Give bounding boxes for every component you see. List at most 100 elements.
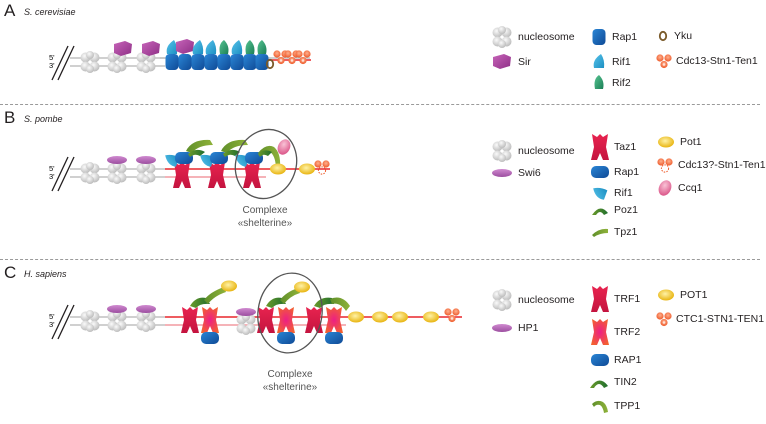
legend-item-poz1: Poz1: [591, 203, 638, 217]
legend-item-tpz1: Tpz1: [591, 226, 637, 238]
legend-item-rap1: Rap1: [591, 27, 637, 47]
panel-letter: C: [4, 263, 17, 282]
legend-label: Poz1: [614, 204, 638, 216]
panel-c: C H. sapiens 5' 3': [0, 262, 764, 424]
nucleosome: [136, 310, 156, 332]
legend-label: Rif1: [612, 56, 631, 68]
nucleosome: [107, 310, 127, 332]
yku-icon: [658, 30, 668, 42]
sir-protein: [114, 41, 132, 56]
legend-label: Swi6: [518, 167, 541, 179]
legend-label: Rif1: [614, 187, 633, 199]
shelterin-unit: [232, 137, 293, 188]
legend-label: Rap1: [614, 166, 640, 178]
section-divider: [0, 259, 760, 260]
legend-label: CTC1-STN1-TEN1: [676, 313, 765, 325]
break-mark: [57, 304, 75, 340]
nucleosome: [80, 162, 100, 184]
hp1-protein: [107, 305, 127, 313]
tin2-icon: [590, 380, 608, 388]
poz1-icon: [592, 208, 608, 215]
cst-complex: [313, 159, 331, 175]
legend-item-cst: Cdc13-Stn1-Ten1: [656, 53, 758, 69]
legend-label: POT1: [680, 289, 708, 301]
legend-item-nucleosome: nucleosome: [491, 26, 575, 48]
pot1-array: [348, 311, 439, 323]
complex-label-line: «shelterine»: [237, 218, 293, 229]
legend-label: nucleosome: [518, 31, 575, 43]
legend-label: Ccq1: [678, 182, 703, 194]
nucleosome: [80, 310, 100, 332]
rif-array: [166, 39, 267, 54]
legend-label: Rif2: [612, 77, 631, 89]
nucleosome: [136, 162, 156, 184]
legend-label: Rap1: [612, 31, 638, 43]
legend-item-tpp1: TPP1: [591, 398, 640, 414]
cst-icon: [656, 54, 672, 69]
legend-label: Sir: [518, 56, 531, 68]
break-mark: [57, 156, 75, 192]
shelterin-complex-outline: [257, 272, 323, 354]
section-divider: [0, 104, 760, 105]
trf2-icon: [591, 319, 609, 345]
pot1-protein: [270, 163, 286, 175]
complex-label-line: Complexe: [267, 369, 313, 380]
species-label: S. cerevisiae: [24, 7, 76, 17]
cst-icon: [656, 312, 672, 327]
legend-label: TRF1: [614, 293, 641, 305]
break-mark: [51, 304, 69, 340]
species-label: S. pombe: [24, 114, 63, 124]
pot1-icon: [658, 289, 674, 301]
rap1-icon: [591, 354, 609, 366]
strand-label-3: 3': [49, 172, 55, 181]
shelterin-unit: [305, 297, 350, 344]
legend-item-pot1: POT1: [657, 289, 707, 301]
hp1-protein: [136, 305, 156, 313]
panel-a: A S. cerevisiae 5' 3' nucleosome: [0, 0, 760, 100]
shelterin-complex-label: Complexe «shelterine»: [245, 368, 335, 394]
complex-label-line: Complexe: [242, 205, 288, 216]
nucleosome-icon: [492, 26, 512, 48]
legend-label: TPP1: [614, 400, 641, 412]
panel-b: B S. pombe 5' 3': [0, 107, 766, 257]
shelterin-complex-label: Complexe «shelterine»: [220, 204, 310, 230]
nucleosome: [107, 162, 127, 184]
pot1-icon: [658, 136, 674, 148]
legend-label: HP1: [518, 322, 539, 334]
tpz1-icon: [592, 228, 608, 237]
hp1-protein: [236, 308, 256, 316]
trf1-icon: [591, 286, 609, 312]
swi6-icon: [492, 169, 512, 177]
rif1-icon: [593, 54, 605, 68]
break-mark: [51, 45, 69, 81]
legend-item-rif1: Rif1: [590, 185, 633, 201]
strand-label-3: 3': [49, 61, 55, 70]
legend-item-taz1: Taz1: [591, 133, 636, 161]
shelterin-complex-outline: [234, 128, 298, 200]
cst-complex: [444, 308, 460, 323]
break-mark: [51, 156, 69, 192]
panel-letter: A: [4, 1, 16, 20]
legend-label: nucleosome: [518, 145, 575, 157]
break-mark: [57, 45, 75, 81]
telomere-diagram-s-cerevisiae: 5' 3': [49, 39, 311, 81]
legend-label: Cdc13-Stn1-Ten1: [676, 55, 758, 67]
cst-icon: [656, 157, 674, 173]
legend-item-rif1: Rif1: [591, 53, 631, 71]
legend-item-cst: Cdc13?-Stn1-Ten1: [656, 157, 766, 173]
taz1-icon: [591, 134, 609, 160]
shelterin-unit: [257, 281, 310, 344]
legend-item-rif2: Rif2: [591, 74, 631, 92]
shelterin-unit: [162, 139, 213, 188]
strand-label-3: 3': [49, 320, 55, 329]
nucleosome: [80, 51, 100, 73]
nucleosome-icon: [492, 140, 512, 162]
cst-complex: [295, 50, 311, 65]
species-label: H. sapiens: [24, 269, 67, 279]
legend-item-cst: CTC1-STN1-TEN1: [656, 311, 765, 327]
legend-item-trf1: TRF1: [591, 285, 640, 313]
swi6-protein: [136, 156, 156, 164]
rif2-icon: [594, 75, 604, 89]
legend-item-swi6: Swi6: [491, 167, 541, 179]
legend-item-pot1: Pot1: [657, 136, 702, 148]
